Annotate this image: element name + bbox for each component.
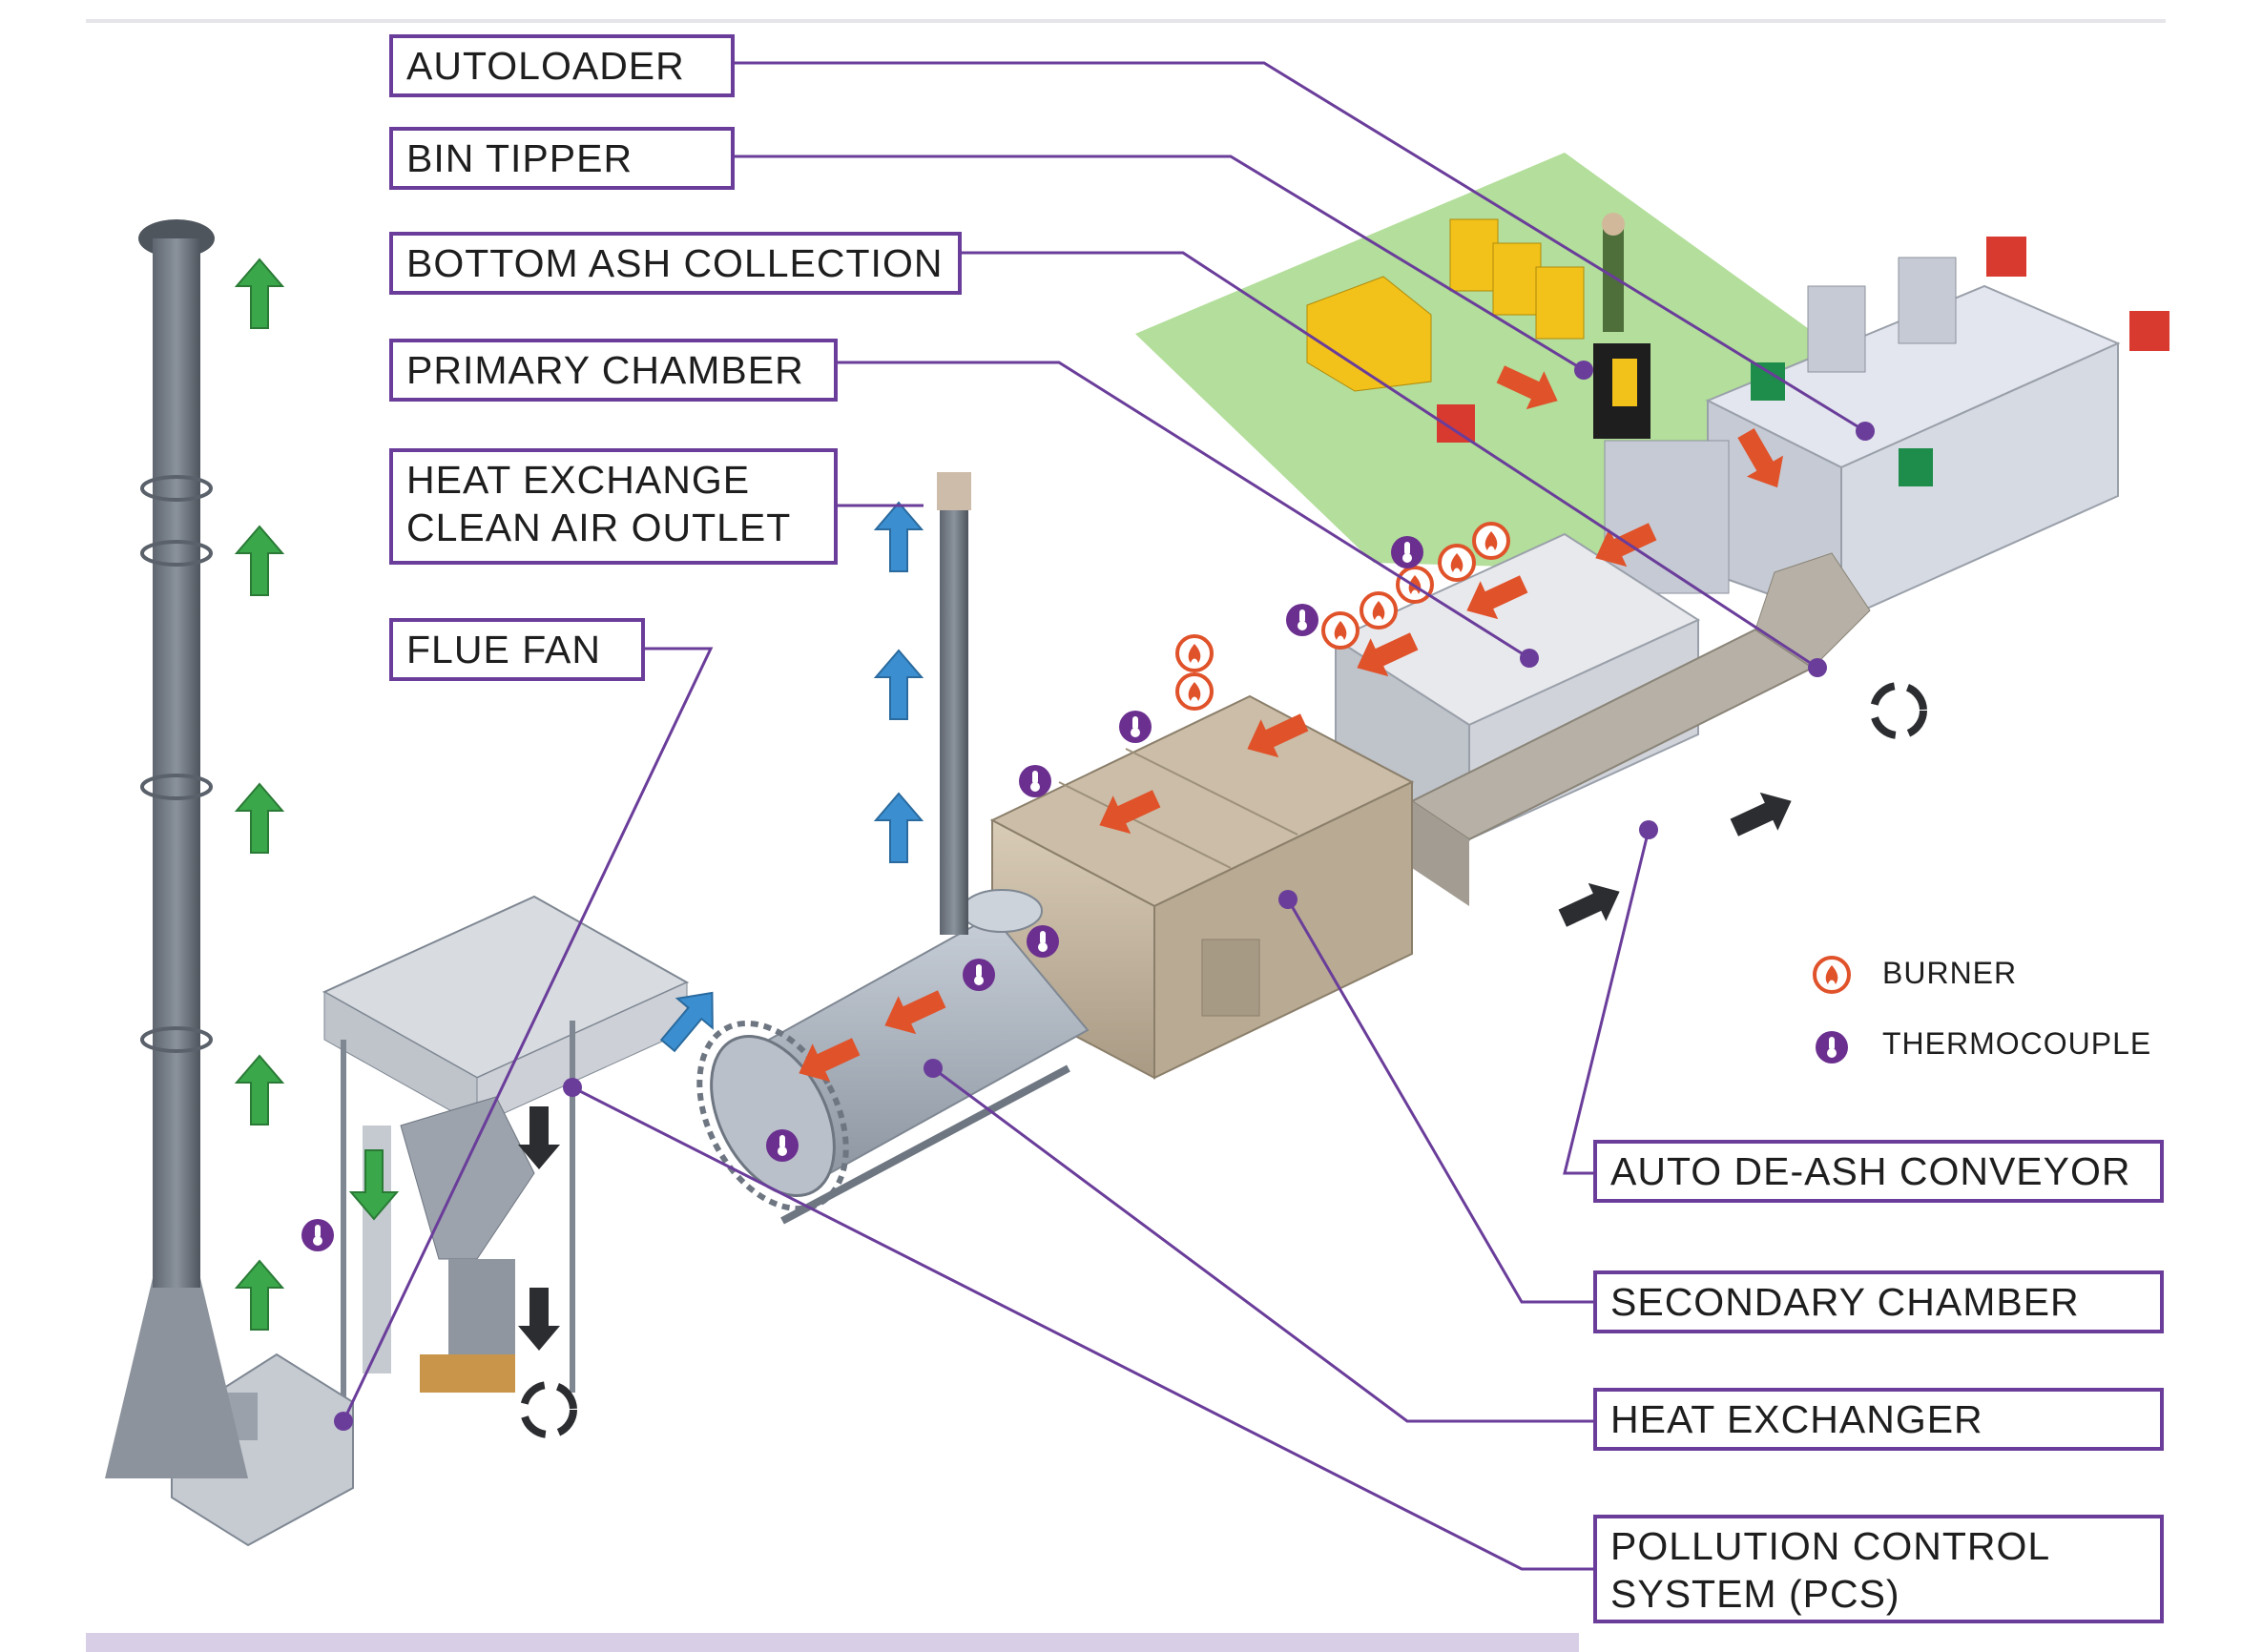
label-flue-fan: FLUE FAN [389, 618, 645, 681]
secondary-chamber-unit [989, 694, 1415, 1080]
airflow-arrow-green [236, 1260, 283, 1331]
thermocouple-icon [1119, 711, 1152, 743]
heat-exchanger-unit [696, 889, 1090, 1225]
de-ash-conveyor-unit [1410, 552, 1871, 906]
legend-thermocouple-icon [1816, 1031, 1848, 1063]
legend-thermocouple-label: THERMOCOUPLE [1882, 1026, 2152, 1061]
main-chimney [105, 219, 248, 1478]
burner-icon [1175, 634, 1214, 672]
airflow-arrow-green [236, 783, 283, 854]
legend-burner-icon [1813, 956, 1851, 994]
leader-lines [342, 61, 1866, 1571]
recycle-icon [524, 1385, 573, 1435]
label-bin-tipper: BIN TIPPER [389, 127, 735, 190]
recycle-icon [1874, 686, 1923, 735]
airflow-arrow-blue [875, 650, 923, 720]
flow-arrow-dark [518, 1288, 560, 1351]
thermocouple-icon [963, 959, 995, 991]
thermocouple-icon [1027, 925, 1059, 958]
burner-icon [1321, 611, 1360, 650]
thermocouple-icon [1391, 536, 1423, 568]
flow-arrow-dark [1553, 872, 1629, 938]
thermocouple-icon [301, 1219, 334, 1251]
airflow-arrow-blue [875, 502, 923, 572]
label-pollution-control-system: POLLUTION CONTROL SYSTEM (PCS) [1593, 1515, 2164, 1623]
burner-icon [1175, 672, 1214, 711]
label-primary-chamber: PRIMARY CHAMBER [389, 339, 838, 402]
label-bottom-ash-collection: BOTTOM ASH COLLECTION [389, 232, 962, 295]
label-heat-exchange-clean-air-outlet: HEAT EXCHANGE CLEAN AIR OUTLET [389, 448, 838, 565]
bottom-bar [86, 1633, 1579, 1652]
airflow-arrow-green [236, 258, 283, 329]
flow-arrow-dark [1725, 781, 1800, 847]
burner-icon [1360, 591, 1398, 630]
burner-icon [1472, 522, 1510, 560]
airflow-arrow-green [236, 526, 283, 596]
legend-burner-label: BURNER [1882, 956, 2018, 990]
label-autoloader: AUTOLOADER [389, 34, 735, 97]
clean-air-outlet-stack [937, 472, 971, 935]
label-secondary-chamber: SECONDARY CHAMBER [1593, 1270, 2164, 1333]
leader-dots [334, 361, 1875, 1431]
airflow-arrow-green [236, 1055, 283, 1125]
top-divider [86, 19, 2166, 23]
waste-bins [1306, 213, 1650, 439]
thermocouple-icon [1019, 765, 1051, 797]
thermocouple-icon [1286, 604, 1318, 636]
burner-icon [1438, 544, 1476, 582]
thermocouple-icon [766, 1129, 799, 1162]
airflow-arrow-blue [875, 793, 923, 863]
label-heat-exchanger: HEAT EXCHANGER [1593, 1388, 2164, 1451]
label-auto-de-ash-conveyor: AUTO DE-ASH CONVEYOR [1593, 1140, 2164, 1203]
